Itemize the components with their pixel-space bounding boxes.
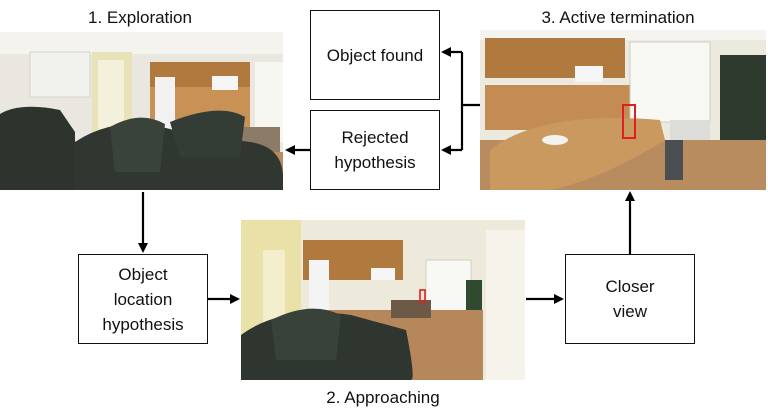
object-location-hypothesis-label: Object location hypothesis [102,264,184,334]
object-found-box: Object found [310,10,440,100]
active-termination-view-image [480,30,766,190]
step-exploration-title: 1. Exploration [88,8,192,27]
closer-view-box: Closer view [565,254,695,344]
rejected-hypothesis-label: Rejected hypothesis [334,128,416,172]
closer-view-label: Closer view [605,277,655,321]
step-active-termination-title: 3. Active termination [541,8,695,27]
step-approaching-title: 2. Approaching [326,388,440,407]
approaching-view-image [241,220,525,380]
rejected-hypothesis-box: Rejected hypothesis [310,110,440,190]
exploration-view-image [0,32,283,190]
object-found-label: Object found [326,45,424,65]
object-location-hypothesis-box: Object location hypothesis [78,254,208,344]
